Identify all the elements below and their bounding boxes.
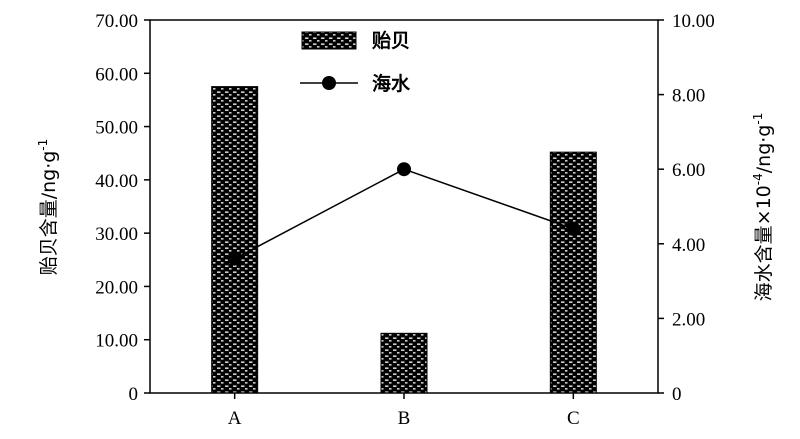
y-left-tick-label: 60.00 <box>95 64 138 85</box>
x-tick-label: A <box>228 408 242 429</box>
y-left-tick-label: 30.00 <box>95 224 138 245</box>
y-left-tick-label: 40.00 <box>95 171 138 192</box>
legend: 贻贝 海水 <box>300 29 411 95</box>
seawater-point-C <box>566 221 581 236</box>
seawater-line <box>234 168 574 260</box>
y-left-tick-label: 50.00 <box>95 118 138 139</box>
legend-label-mussel: 贻贝 <box>372 29 410 52</box>
y-right-tick-label: 0 <box>672 384 682 405</box>
y-axis-left: 0 10.00 20.00 30.00 40.00 50.00 60.00 70.00 <box>95 11 150 405</box>
y-axis-right-title: 海水含量×10-4/ng·g-1 <box>751 113 775 302</box>
seawater-point-B <box>397 162 411 177</box>
legend-marker-seawater <box>322 76 336 90</box>
x-axis: A B C <box>228 393 580 429</box>
legend-label-seawater: 海水 <box>372 72 411 95</box>
y-left-tick-label: 0 <box>129 384 139 405</box>
y-left-tick-label: 10.00 <box>95 331 138 352</box>
seawater-point-A <box>227 251 242 266</box>
x-tick-label: B <box>398 408 411 429</box>
y-right-tick-label: 8.00 <box>672 86 705 107</box>
y-axis-right: 0 2.00 4.00 6.00 8.00 10.00 <box>658 11 715 405</box>
line-series-seawater <box>227 162 581 266</box>
y-left-tick-label: 20.00 <box>95 277 138 298</box>
y-axis-left-title: 贻贝含量/ng·g-1 <box>36 139 60 276</box>
y-right-tick-label: 2.00 <box>672 309 705 330</box>
bar-A <box>211 86 259 394</box>
y-left-tick-label: 70.00 <box>95 11 138 32</box>
y-right-tick-label: 6.00 <box>672 160 705 181</box>
bar-C <box>549 151 597 394</box>
y-right-tick-label: 10.00 <box>672 11 715 32</box>
bar-series-mussel <box>211 86 597 394</box>
x-tick-label: C <box>567 408 580 429</box>
bar-B <box>380 332 428 394</box>
legend-swatch-mussel <box>301 31 357 50</box>
y-right-tick-label: 4.00 <box>672 235 705 256</box>
